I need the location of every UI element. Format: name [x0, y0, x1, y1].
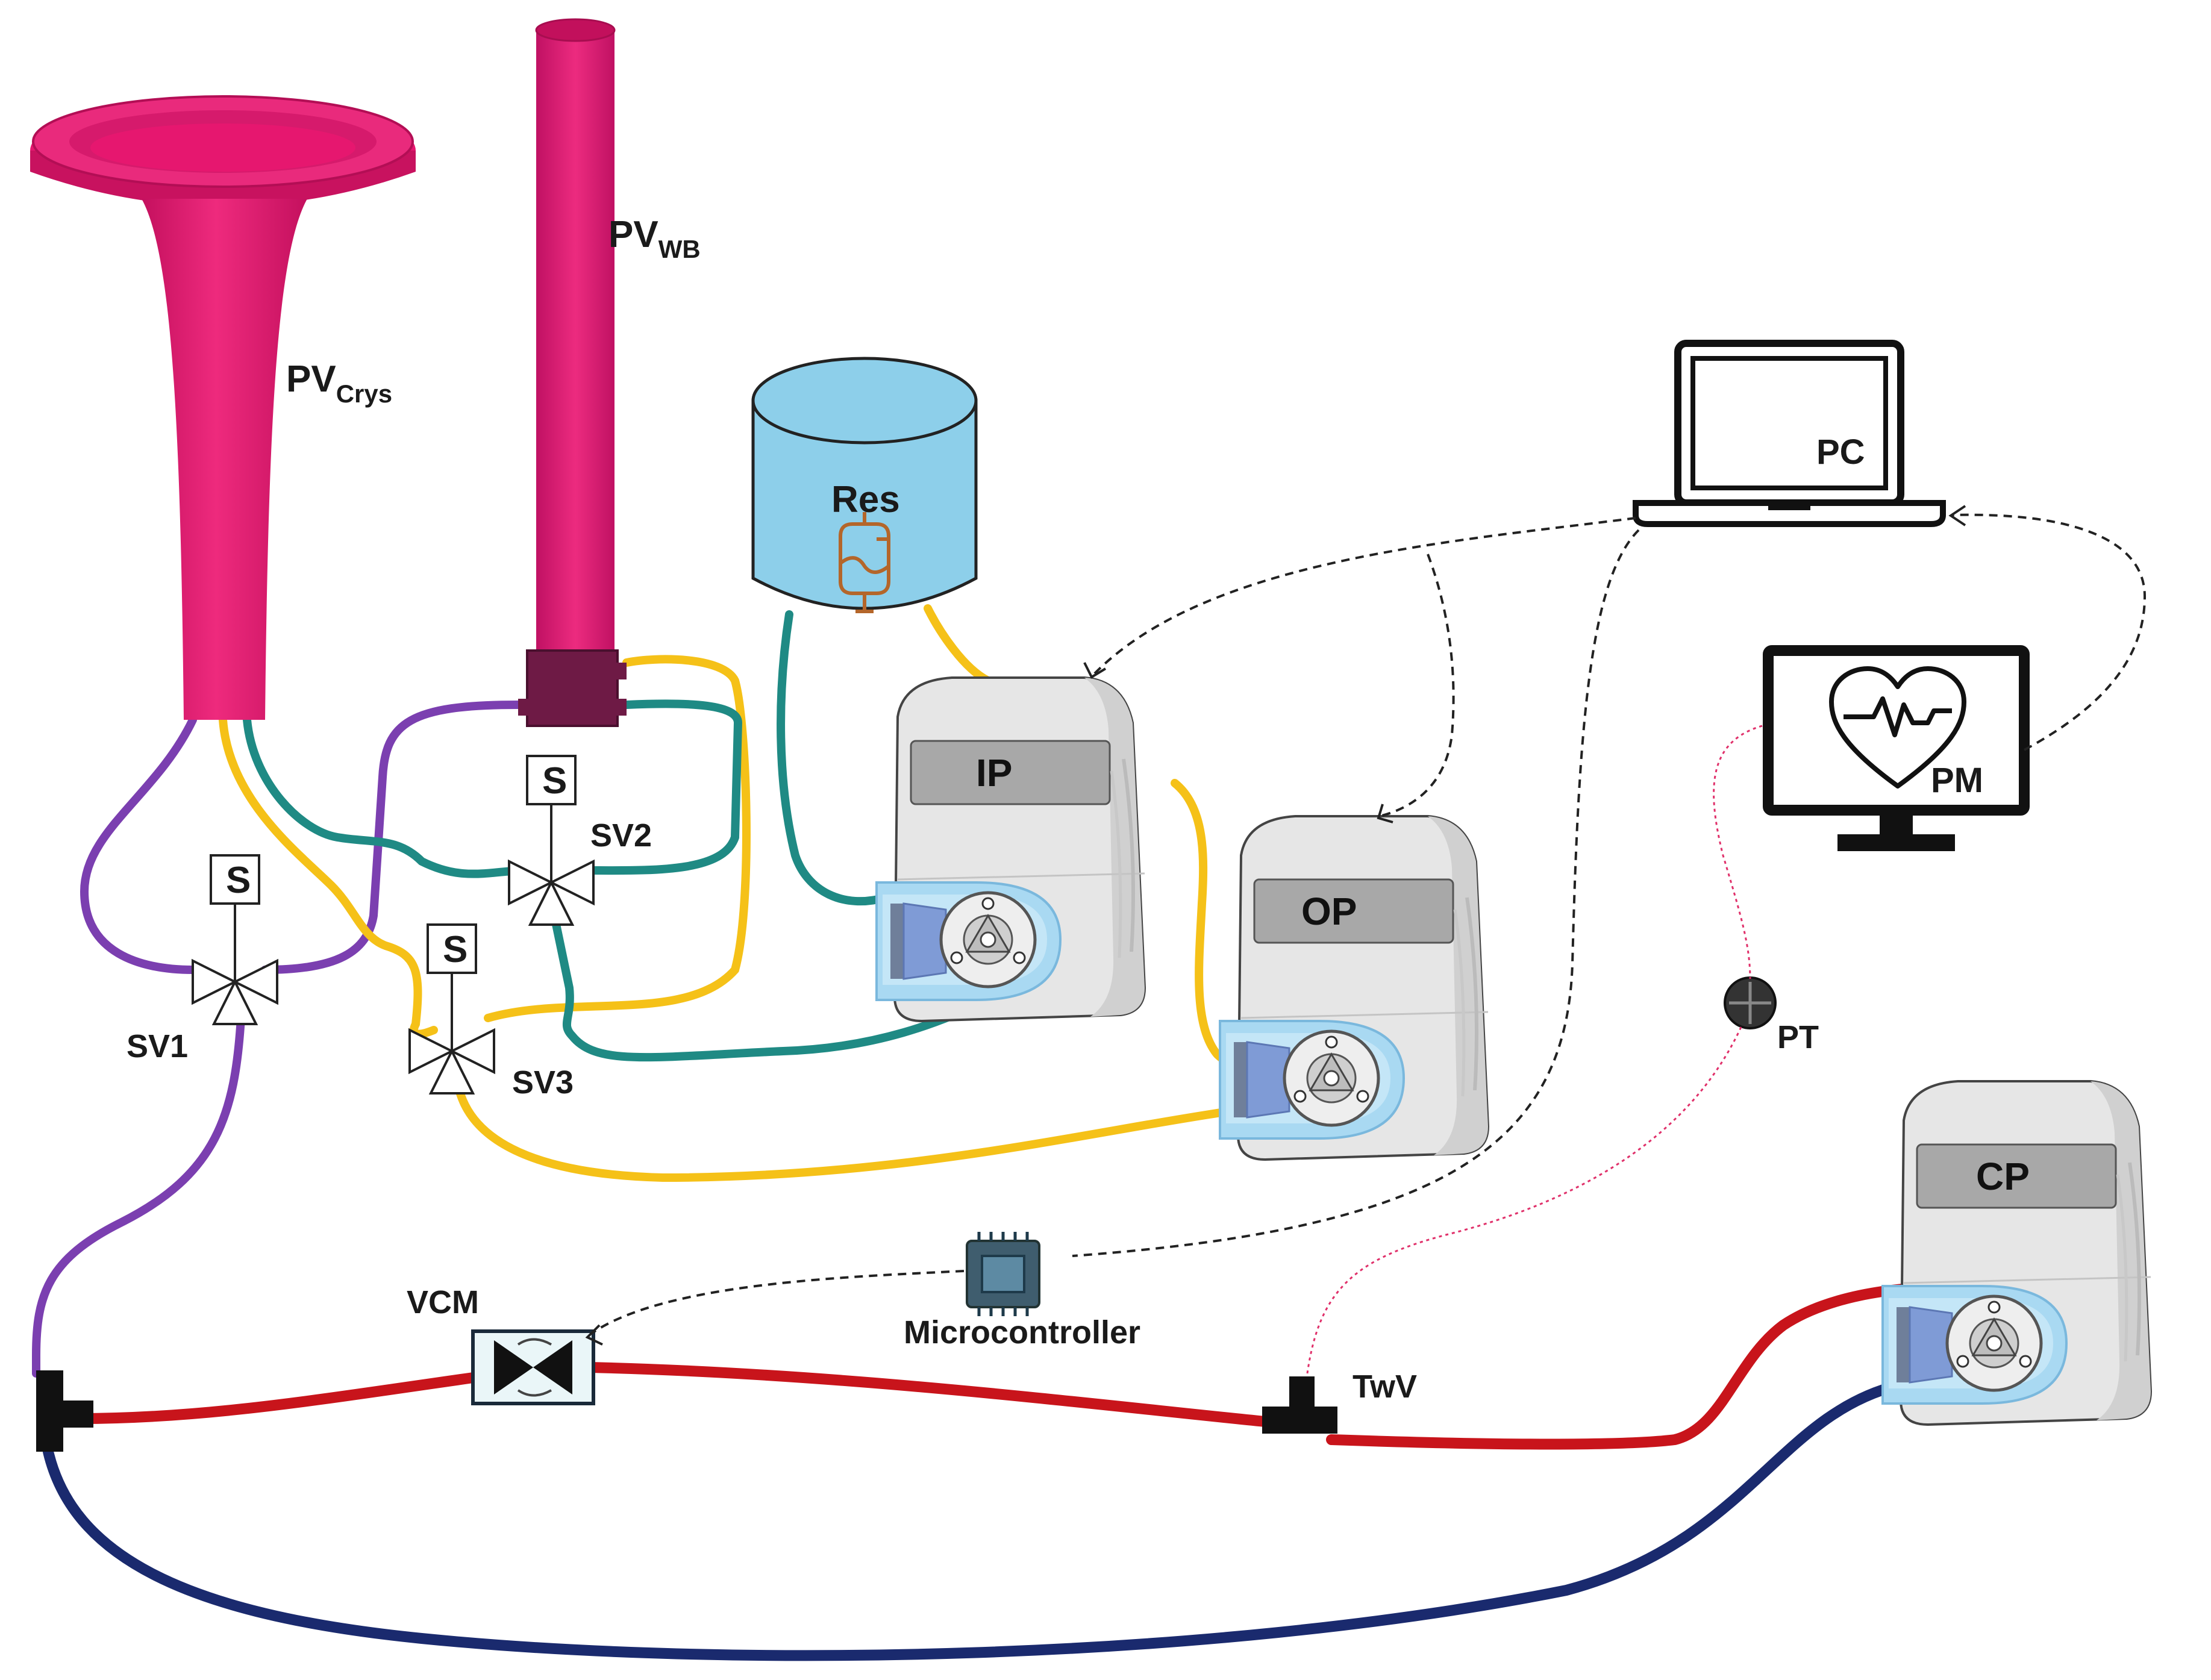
microcontroller-label: Microcontroller — [904, 1314, 1140, 1351]
op-label: OP — [1301, 890, 1357, 933]
sv2-label: SV2 — [590, 817, 652, 854]
pressure-transducer-icon — [1724, 976, 1777, 1029]
pv-crys-vessel — [30, 95, 416, 720]
t-connector — [36, 1370, 93, 1452]
pressure-signal-line — [1306, 725, 1763, 1374]
pv-crys-label: PVCrys — [286, 358, 392, 408]
sv1-label: SV1 — [127, 1028, 188, 1064]
ip-pump: IP — [877, 678, 1145, 1021]
pc-label: PC — [1816, 432, 1865, 472]
res-label: Res — [831, 479, 900, 520]
vcm-label: VCM — [407, 1284, 479, 1320]
signal-arrowheads — [585, 505, 1966, 1346]
sv1-solenoid-label: S — [226, 860, 251, 901]
pv-wb-label: PVWB — [608, 214, 701, 263]
laptop-icon — [1633, 340, 1946, 527]
vcm-valve — [471, 1329, 595, 1405]
pt-label: PT — [1777, 1019, 1819, 1055]
twv-connector — [1262, 1376, 1337, 1434]
microcontroller-chip-icon — [966, 1232, 1040, 1316]
sv1-valve: S — [192, 854, 278, 1025]
twv-label: TwV — [1353, 1369, 1417, 1405]
heart-pulse-icon — [1829, 666, 1966, 788]
sv2-solenoid-label: S — [542, 760, 567, 802]
sv3-solenoid-label: S — [443, 929, 468, 970]
op-pump: OP — [1220, 816, 1488, 1160]
ip-label: IP — [976, 751, 1012, 795]
iv-bag-icon — [839, 512, 890, 613]
reservoir — [751, 357, 978, 613]
patient-monitor-icon — [1763, 645, 2030, 851]
cp-label: CP — [1976, 1155, 2030, 1198]
sv3-valve: S — [408, 923, 495, 1094]
cp-pump: CP — [1883, 1081, 2151, 1425]
pm-label: PM — [1931, 761, 1983, 800]
signal-lines — [589, 513, 2147, 1335]
sv2-valve: S — [508, 755, 595, 926]
pv-wb-vessel — [518, 18, 627, 727]
tubing — [32, 604, 2091, 1661]
sv3-label: SV3 — [512, 1064, 574, 1101]
